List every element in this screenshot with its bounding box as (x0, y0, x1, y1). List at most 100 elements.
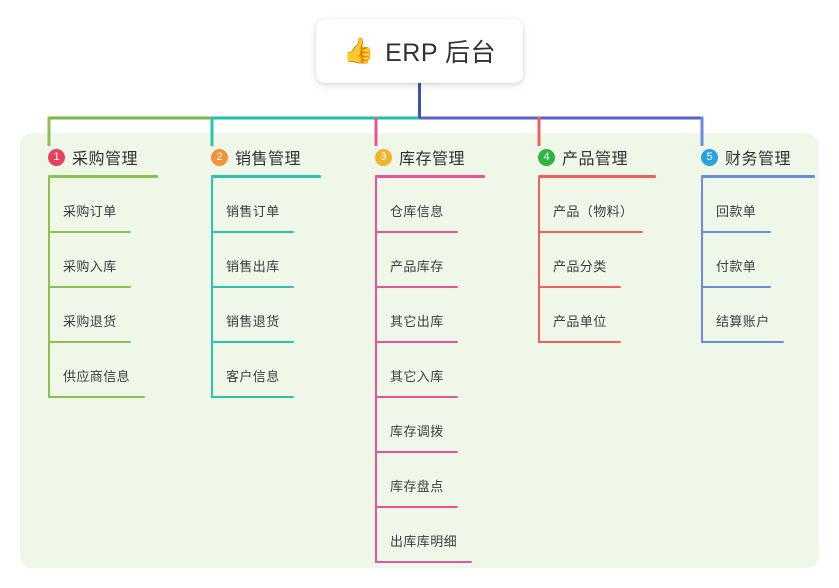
branch-underline (375, 175, 485, 178)
branch-number-badge: 4 (538, 148, 555, 166)
branch-underline (211, 175, 321, 178)
branch-item-underline (375, 506, 458, 508)
branch-title: 销售管理 (235, 151, 302, 168)
branch-item[interactable]: 库存盘点 (362, 453, 525, 508)
branch-item[interactable]: 产品单位 (525, 288, 688, 343)
branch-item-label: 销售订单 (226, 204, 280, 219)
branch-stem (538, 178, 540, 343)
branch-item-underline (538, 231, 643, 233)
branch-title: 财务管理 (725, 151, 792, 168)
branch-item[interactable]: 客户信息 (198, 343, 361, 398)
branch-column-2: 2 销售管理销售订单销售出库销售退货客户信息 (198, 146, 361, 398)
branch-item-label: 产品分类 (553, 259, 607, 274)
branch-item-underline (375, 286, 458, 288)
branch-column-3: 3 库存管理仓库信息产品库存其它出库其它入库库存调拨库存盘点出库库明细 (362, 146, 525, 563)
branch-header-1[interactable]: 1 采购管理 (35, 146, 198, 168)
branch-item-label: 供应商信息 (63, 369, 131, 384)
diagram-panel (20, 133, 819, 568)
branch-item-label: 产品库存 (390, 259, 444, 274)
branch-item[interactable]: 出库库明细 (362, 508, 525, 563)
branch-item-underline (48, 231, 131, 233)
branch-item-label: 付款单 (716, 259, 757, 274)
branch-item-label: 库存调拨 (390, 424, 444, 439)
branch-underline (48, 175, 158, 178)
branch-item[interactable]: 库存调拨 (362, 398, 525, 453)
branch-item-underline (211, 231, 294, 233)
root-node[interactable]: 👍 ERP 后台 (316, 19, 523, 83)
branch-item-underline (538, 341, 621, 343)
branch-item[interactable]: 采购退货 (35, 288, 198, 343)
branch-item-label: 其它出库 (390, 314, 444, 329)
branch-item-underline (375, 396, 458, 398)
branch-column-1: 1 采购管理采购订单采购入库采购退货供应商信息 (35, 146, 198, 398)
branch-item-label: 结算账户 (716, 314, 770, 329)
branch-item-label: 仓库信息 (390, 204, 444, 219)
branch-item[interactable]: 付款单 (688, 233, 828, 288)
branch-item[interactable]: 仓库信息 (362, 178, 525, 233)
branch-number-badge: 5 (701, 148, 718, 166)
branch-header-2[interactable]: 2 销售管理 (198, 146, 361, 168)
branch-item-underline (538, 286, 621, 288)
branch-item[interactable]: 采购入库 (35, 233, 198, 288)
branch-title: 库存管理 (399, 151, 466, 168)
branch-number-badge: 1 (48, 148, 65, 166)
branch-title: 产品管理 (562, 151, 629, 168)
branch-header-5[interactable]: 5 财务管理 (688, 146, 828, 168)
branch-item-label: 产品（物料） (553, 204, 634, 219)
branch-item[interactable]: 销售退货 (198, 288, 361, 343)
branch-item[interactable]: 产品库存 (362, 233, 525, 288)
branch-stem (211, 178, 213, 398)
branch-item-underline (48, 286, 131, 288)
branch-item-label: 采购退货 (63, 314, 117, 329)
branch-item-label: 采购入库 (63, 259, 117, 274)
branch-item-list: 产品（物料） 产品分类产品单位 (525, 178, 688, 343)
branch-item[interactable]: 其它入库 (362, 343, 525, 398)
branch-item[interactable]: 采购订单 (35, 178, 198, 233)
branch-item-underline (48, 341, 131, 343)
branch-title: 采购管理 (72, 151, 139, 168)
branch-item-label: 销售退货 (226, 314, 280, 329)
branch-item[interactable]: 结算账户 (688, 288, 828, 343)
branch-underline (538, 175, 656, 178)
branch-stem (701, 178, 703, 343)
branch-item-list: 销售订单销售出库销售退货客户信息 (198, 178, 361, 398)
branch-item-underline (375, 231, 458, 233)
branch-item-underline (375, 561, 472, 563)
branch-item[interactable]: 产品（物料） (525, 178, 688, 233)
branch-number-badge: 3 (375, 148, 392, 166)
branch-item-underline (701, 341, 784, 343)
branch-item-underline (211, 286, 294, 288)
branch-item-underline (375, 451, 458, 453)
branch-item[interactable]: 供应商信息 (35, 343, 198, 398)
branch-item-list: 仓库信息产品库存其它出库其它入库库存调拨库存盘点出库库明细 (362, 178, 525, 563)
branch-header-4[interactable]: 4 产品管理 (525, 146, 688, 168)
branch-header-3[interactable]: 3 库存管理 (362, 146, 525, 168)
branch-column-4: 4 产品管理产品（物料） 产品分类产品单位 (525, 146, 688, 343)
branch-item[interactable]: 产品分类 (525, 233, 688, 288)
branch-item[interactable]: 销售出库 (198, 233, 361, 288)
branch-underline (701, 175, 815, 178)
branch-item-label: 库存盘点 (390, 479, 444, 494)
branch-item[interactable]: 销售订单 (198, 178, 361, 233)
branch-item-underline (701, 231, 771, 233)
branch-item[interactable]: 回款单 (688, 178, 828, 233)
branch-stem (48, 178, 50, 398)
branch-item-underline (48, 396, 145, 398)
branch-item-underline (211, 396, 294, 398)
branch-item-label: 出库库明细 (390, 534, 458, 549)
branch-item[interactable]: 其它出库 (362, 288, 525, 343)
root-node-title: ERP 后台 (385, 39, 497, 67)
branch-column-5: 5 财务管理回款单付款单结算账户 (688, 146, 828, 343)
branch-item-list: 采购订单采购入库采购退货供应商信息 (35, 178, 198, 398)
branch-number-badge: 2 (211, 148, 228, 166)
branch-item-underline (375, 341, 458, 343)
branch-item-underline (701, 286, 771, 288)
branch-item-label: 其它入库 (390, 369, 444, 384)
branch-item-label: 销售出库 (226, 259, 280, 274)
branch-item-label: 产品单位 (553, 314, 607, 329)
branch-item-label: 回款单 (716, 204, 757, 219)
branch-stem (375, 178, 377, 563)
branch-item-list: 回款单付款单结算账户 (688, 178, 828, 343)
